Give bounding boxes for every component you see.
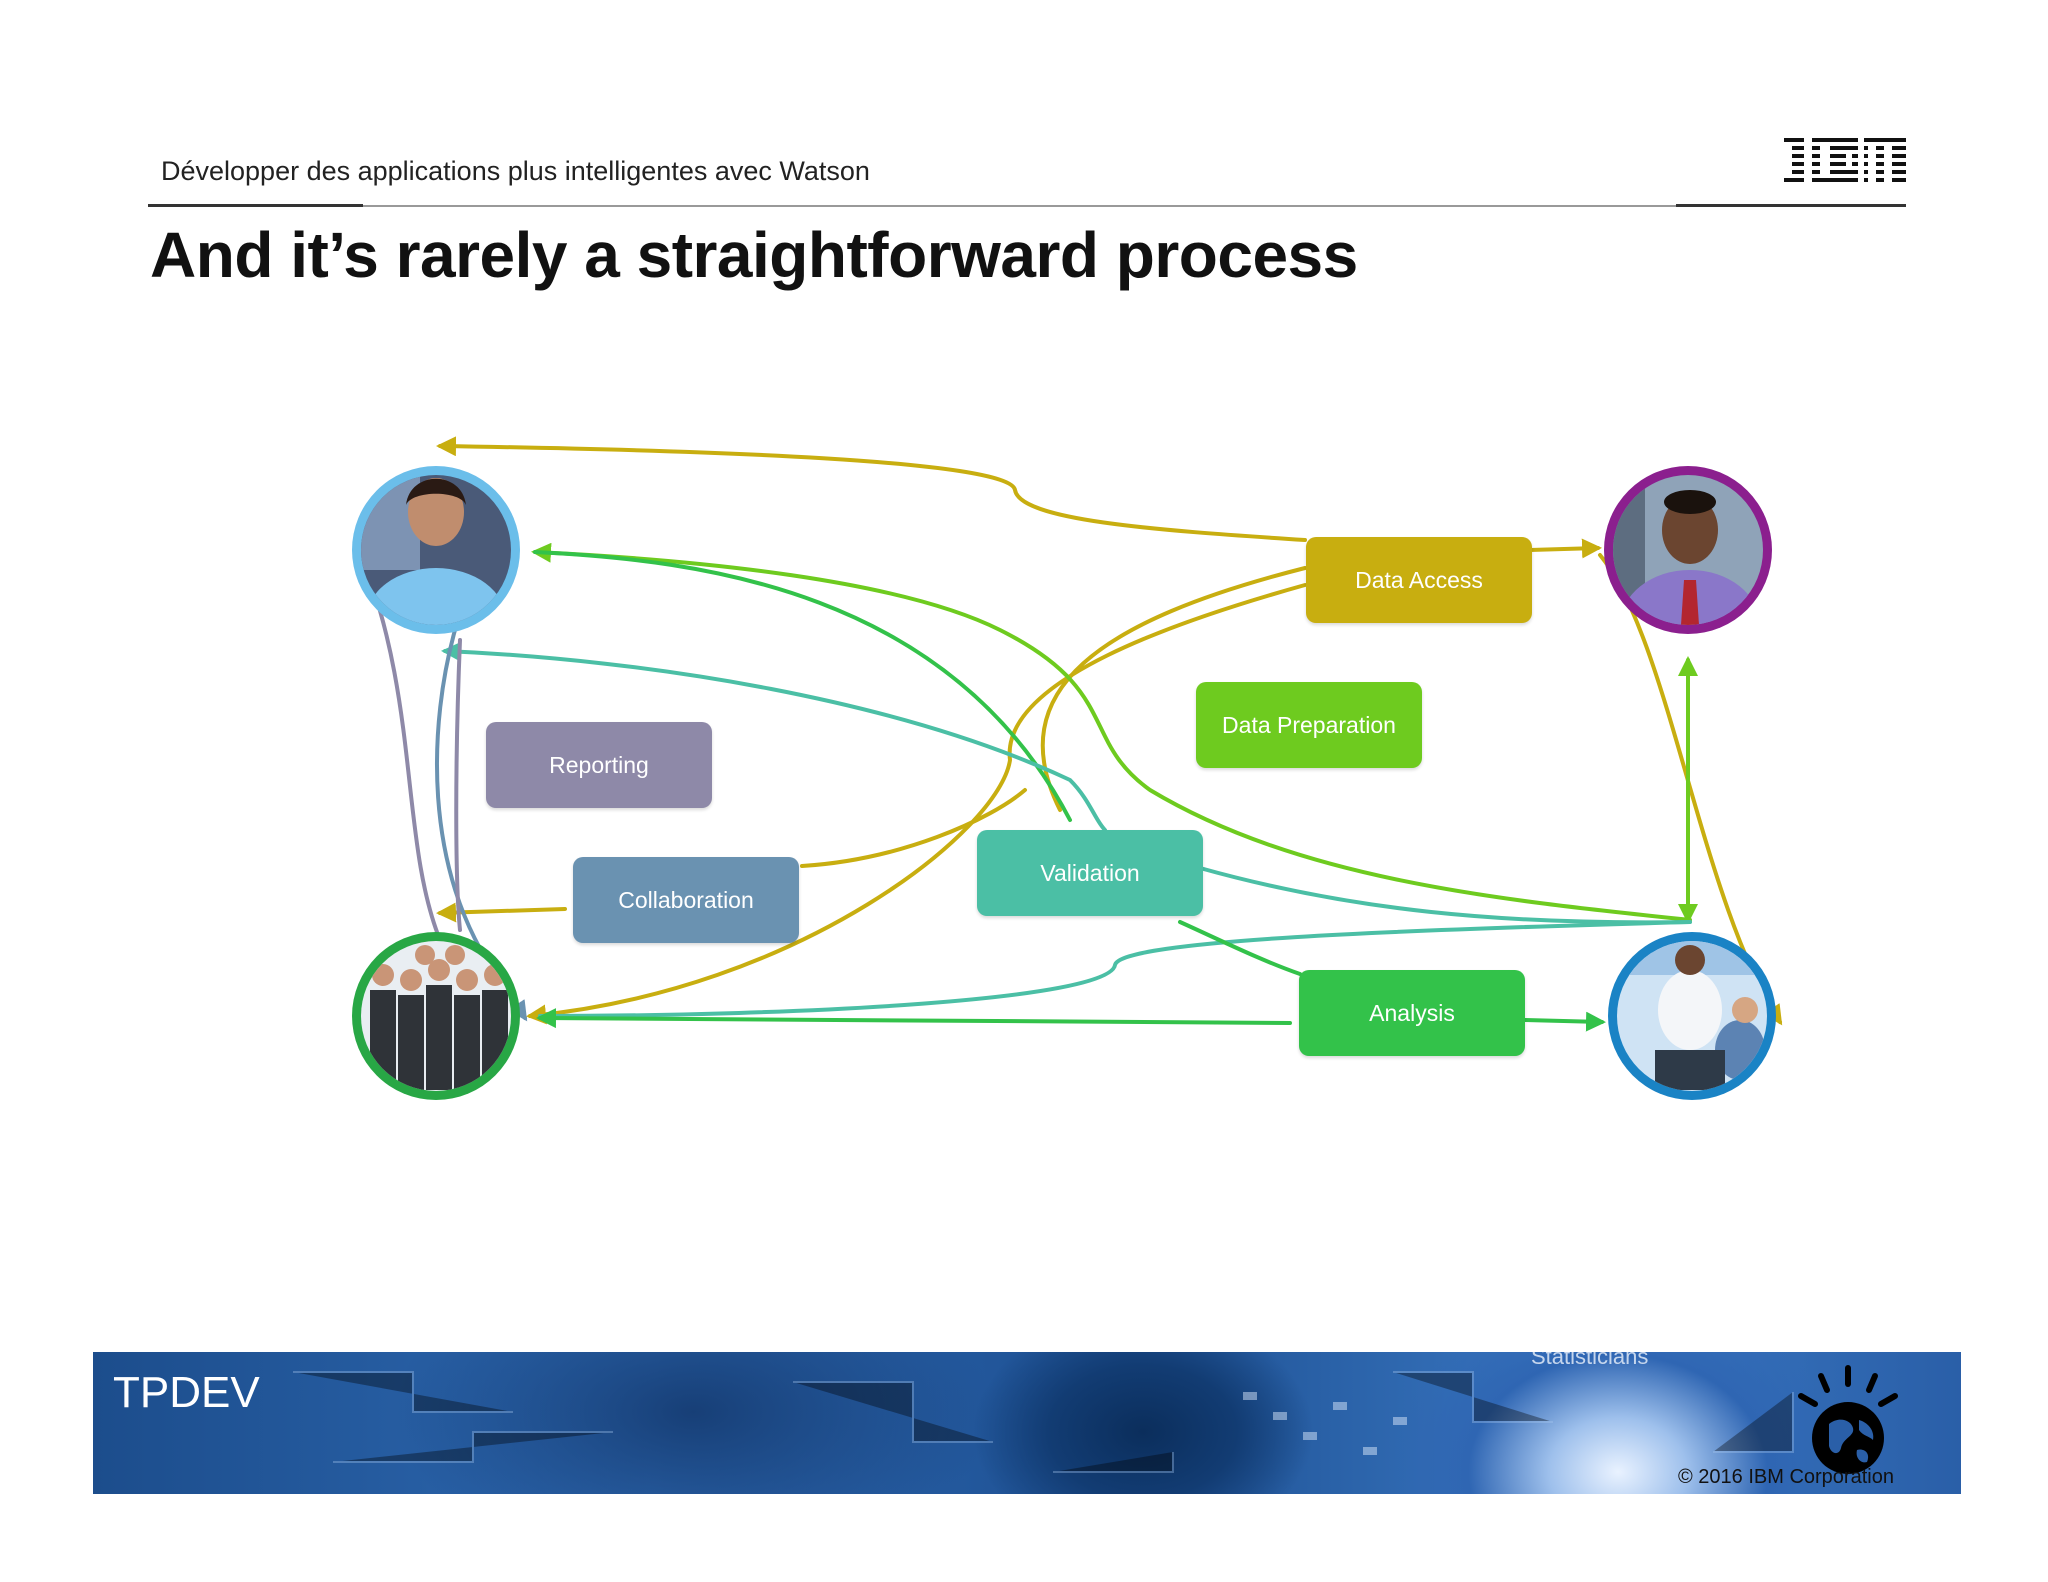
header-divider — [148, 205, 1906, 207]
person-top-right — [1604, 466, 1772, 634]
ibm-logo — [1784, 136, 1906, 186]
header-divider-left-accent — [148, 204, 363, 207]
person-bottom-right — [1608, 932, 1776, 1100]
copyright-text: © 2016 IBM Corporation — [1678, 1466, 1894, 1488]
smarter-planet-icon — [1798, 1365, 1898, 1474]
footer-ghost-text: Statisticians — [1531, 1352, 1649, 1369]
person-bottom-left — [352, 932, 520, 1100]
box-analysis: Analysis — [1299, 970, 1525, 1056]
presentation-subtitle: Développer des applications plus intelli… — [161, 156, 870, 186]
header-divider-right-accent — [1676, 204, 1906, 207]
box-data-preparation: Data Preparation — [1196, 682, 1422, 768]
box-collaboration: Collaboration — [573, 857, 799, 943]
box-data-access: Data Access — [1306, 537, 1532, 623]
footer-label: TPDEV — [113, 1368, 260, 1417]
svg-text:s: s — [405, 677, 415, 699]
slide-title: And it’s rarely a straightforward proces… — [150, 219, 1358, 291]
box-reporting: Reporting — [486, 722, 712, 808]
box-validation: Validation — [977, 830, 1203, 916]
footer-banner: TPDEV Statisticians © 2016 IBM Corporati… — [93, 1352, 1961, 1494]
footer-circuit-pattern — [293, 1371, 1794, 1473]
person-top-left — [352, 466, 520, 634]
